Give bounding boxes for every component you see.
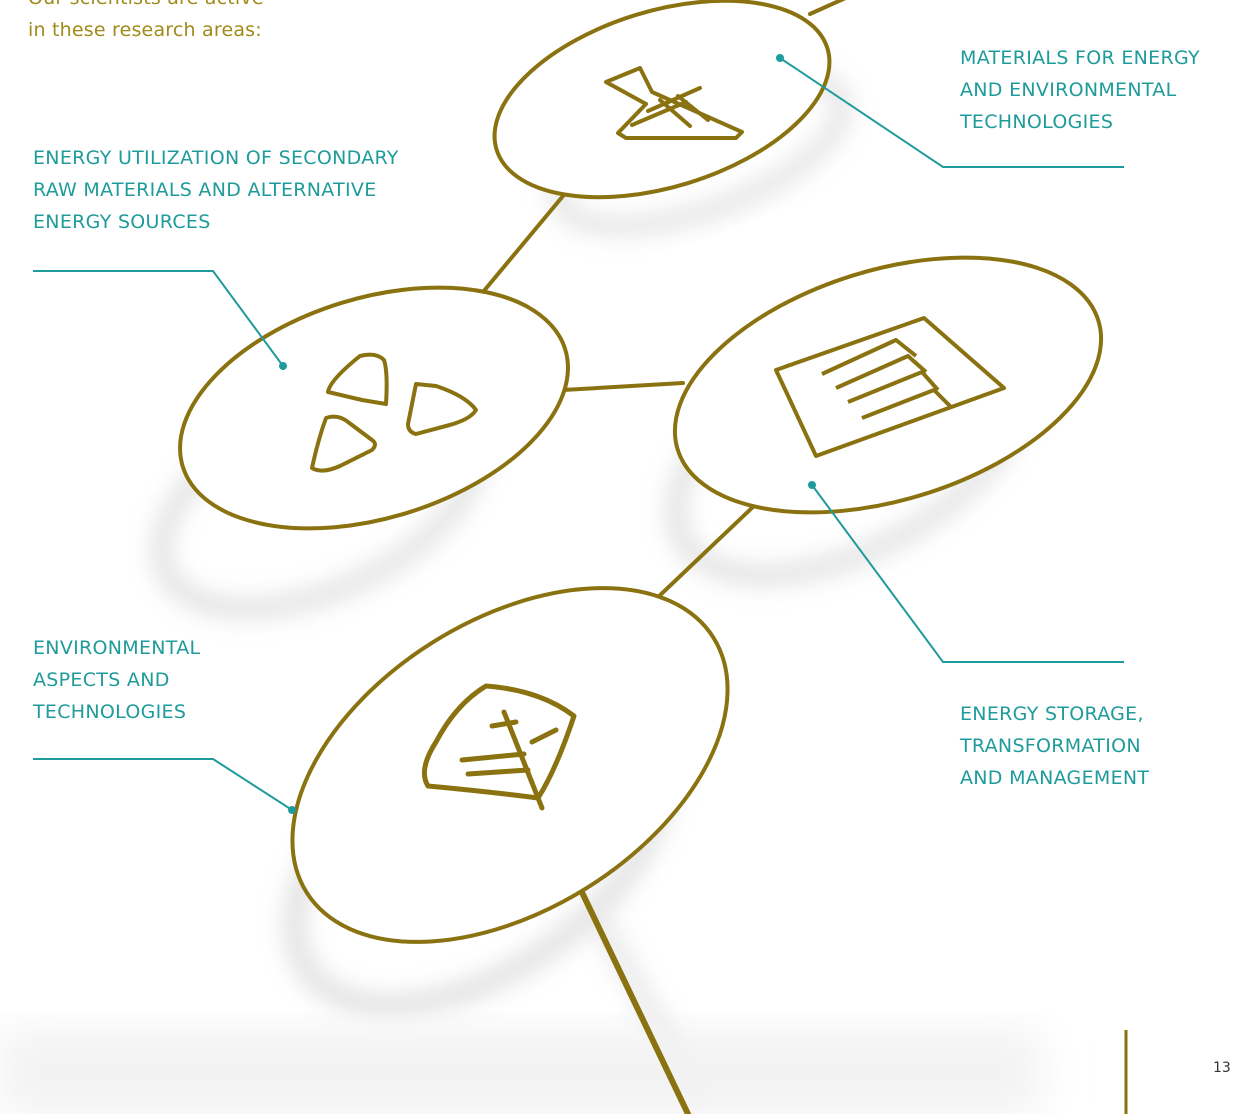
battery-cells-icon	[774, 316, 1006, 458]
intro-line: in these research areas:	[28, 19, 262, 41]
node-energy-storage	[672, 255, 1104, 515]
recycle-triangles-icon	[310, 352, 478, 473]
callout-lines	[33, 57, 1124, 811]
flask-icon	[604, 66, 744, 140]
callout-dots	[279, 54, 816, 814]
label-line: MATERIALS FOR ENERGY	[960, 47, 1200, 69]
intro-line: Our scientists are active	[28, 0, 264, 14]
intro-text: Our scientists are active in these resea…	[28, 0, 264, 46]
leaf-icon	[421, 683, 577, 811]
network-connectors	[476, 0, 846, 1114]
label-line: ENERGY STORAGE,	[960, 703, 1144, 725]
callout-dot-energy-storage	[808, 481, 816, 489]
label-line: TRANSFORMATION	[960, 735, 1141, 757]
label-line: RAW MATERIALS AND ALTERNATIVE	[33, 179, 377, 201]
connector-flask-to-triangles	[476, 176, 580, 300]
callout-materials	[779, 57, 1124, 168]
label-line: TECHNOLOGIES	[33, 701, 187, 723]
callout-dot-secondary-raw-materials	[279, 362, 287, 370]
label-line: ENERGY UTILIZATION OF SECONDARY	[33, 147, 399, 169]
node-materials	[492, 0, 832, 200]
label-line: TECHNOLOGIES	[960, 111, 1114, 133]
label-environmental: ENVIRONMENTAL ASPECTS AND TECHNOLOGIES	[33, 632, 200, 728]
label-line: AND ENVIRONMENTAL	[960, 79, 1177, 101]
label-line: ASPECTS AND	[33, 669, 170, 691]
connector-top-exit	[808, 0, 846, 16]
bottom-fade-bar	[0, 1030, 1040, 1114]
label-line: ENVIRONMENTAL	[33, 637, 201, 659]
callout-dot-environmental	[288, 806, 296, 814]
callout-environmental	[33, 758, 293, 811]
node-environmental	[290, 586, 730, 944]
page-number: 13	[1213, 1060, 1231, 1076]
label-materials: MATERIALS FOR ENERGY AND ENVIRONMENTAL T…	[960, 42, 1200, 138]
label-line: AND MANAGEMENT	[960, 767, 1150, 789]
callout-secondary-raw-materials	[33, 270, 284, 367]
callout-dot-materials	[776, 54, 784, 62]
node-secondary-raw-materials	[178, 285, 570, 531]
connector-leaf-stem	[575, 881, 691, 1114]
connector-triangles-to-battery	[561, 381, 685, 392]
connector-battery-to-leaf	[653, 503, 757, 602]
label-energy-storage: ENERGY STORAGE, TRANSFORMATION AND MANAG…	[960, 698, 1149, 794]
callout-energy-storage	[811, 484, 1124, 663]
label-line: ENERGY SOURCES	[33, 211, 211, 233]
label-secondary-raw-materials: ENERGY UTILIZATION OF SECONDARY RAW MATE…	[33, 142, 399, 238]
